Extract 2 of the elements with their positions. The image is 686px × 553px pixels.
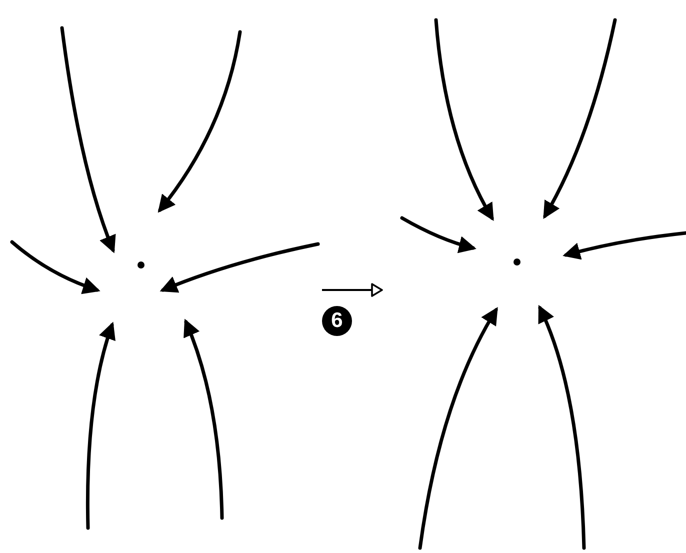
hollow-arrow: [322, 283, 383, 297]
step-number: 6: [322, 306, 352, 336]
